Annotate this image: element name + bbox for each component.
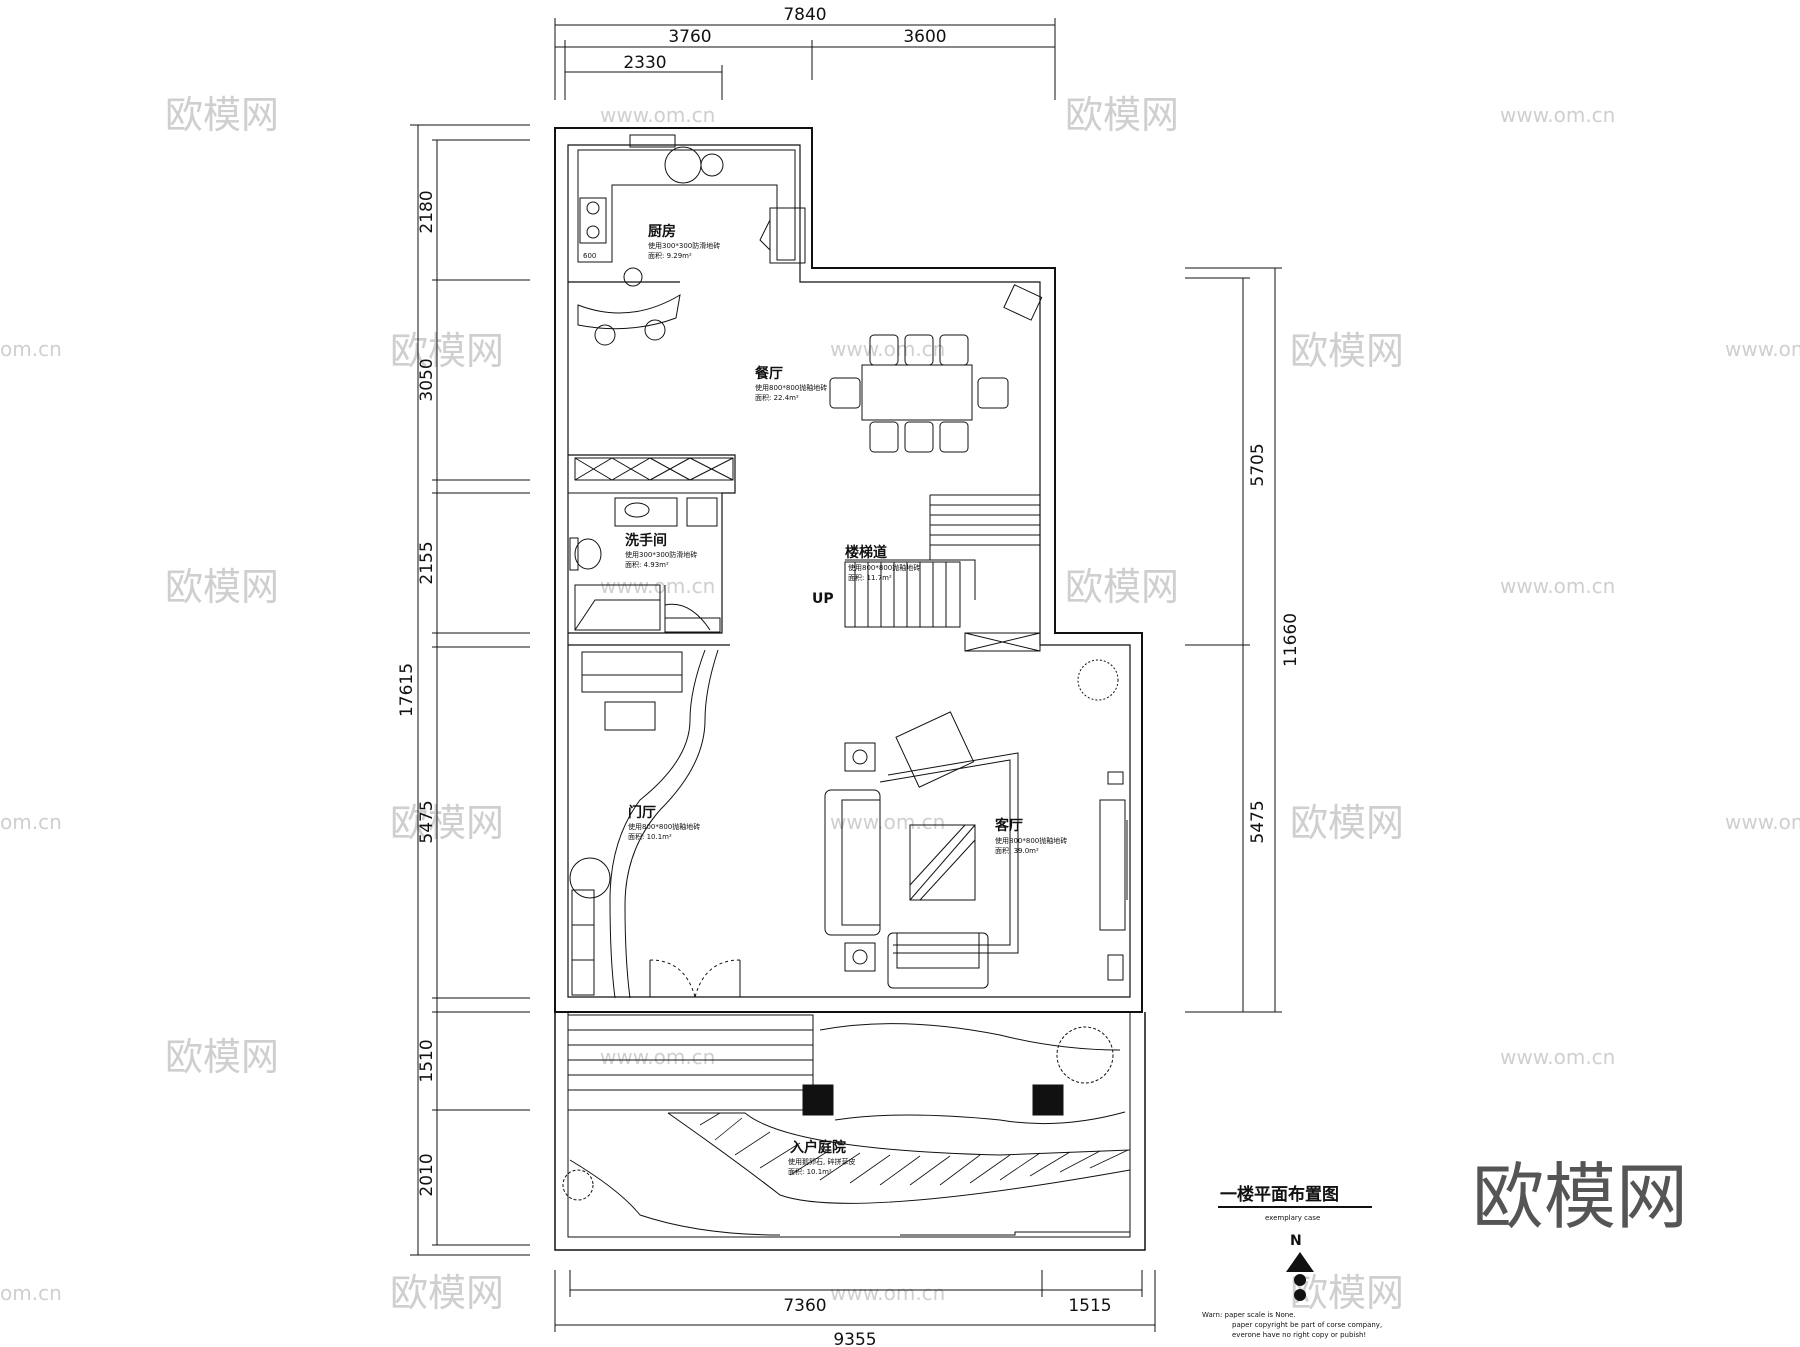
staircase: [844, 494, 1041, 652]
room-note-courtyard-1: 使用鹅卵石, 碎拼草皮: [788, 1157, 855, 1166]
courtyard-landscape: [562, 1014, 1131, 1236]
cabinets: [574, 457, 734, 481]
dim-top-right: 3600: [903, 27, 946, 47]
watermark-logo: 欧模网: [1290, 329, 1404, 373]
watermark-url: www.om.cn: [600, 574, 715, 598]
dim-top-total: 7840: [783, 5, 826, 25]
room-note-kitchen-2: 面积: 9.29m²: [648, 251, 692, 260]
north-label: N: [1290, 1233, 1302, 1249]
north-marker-icon: [1294, 1289, 1306, 1301]
room-note-foyer-2: 面积: 10.1m²: [628, 832, 672, 841]
watermark-layer: 欧模网 www.om.cn 欧模网 www.om.cn om.cn 欧模网 ww…: [0, 93, 1800, 1315]
watermark-url: www.om.cn: [1500, 574, 1615, 598]
room-labels: 厨房 使用300*300防滑地砖 面积: 9.29m² 餐厅 使用800*800…: [625, 223, 1067, 1176]
watermark-url: om.cn: [0, 1281, 62, 1305]
dim-left-total: 17615: [397, 663, 417, 717]
dining-table: [829, 284, 1043, 453]
watermark-logo: 欧模网: [390, 801, 504, 845]
room-note-washroom-2: 面积: 4.93m²: [625, 560, 669, 569]
drawing-title: 一楼平面布置图: [1220, 1184, 1339, 1205]
room-name-washroom: 洗手间: [625, 532, 667, 549]
watermark-logo: 欧模网: [165, 1035, 279, 1079]
warning-line-3: everone have no right copy or pubish!: [1232, 1331, 1366, 1339]
watermark-url: www.om.cn: [1500, 103, 1615, 127]
watermark-logo: 欧模网: [165, 565, 279, 609]
dim-left-seg-5: 1510: [417, 1039, 437, 1082]
room-note-washroom-1: 使用300*300防滑地砖: [625, 550, 697, 559]
room-name-courtyard: 入户庭院: [790, 1139, 846, 1156]
watermark-logo: 欧模网: [390, 329, 504, 373]
dim-top-left: 3760: [668, 27, 711, 47]
room-note-dining-2: 面积: 22.4m²: [755, 393, 799, 402]
dim-bottom-left: 7360: [783, 1296, 826, 1316]
room-note-living-2: 面积: 39.0m²: [995, 846, 1039, 855]
washroom-fixtures: [569, 497, 721, 633]
dim-right-lower: 5475: [1248, 800, 1268, 843]
watermark-url: www.om.cn: [830, 1281, 945, 1305]
title-block: 一楼平面布置图 exemplary case N Warn: paper sca…: [1202, 1184, 1382, 1339]
dim-right-total: 11660: [1281, 613, 1301, 667]
kitchen-counter-dim: 600: [583, 252, 596, 260]
room-name-living: 客厅: [994, 817, 1023, 834]
dimension-labels: 7840 3760 3600 2330 17615 2180 3050 2155…: [397, 5, 1301, 1347]
watermark-url: www.om.cn: [600, 103, 715, 127]
watermark-logo: 欧模网: [1065, 565, 1179, 609]
room-note-stairway-1: 使用800*800抛釉地砖: [848, 563, 920, 572]
watermark-logo: 欧模网: [165, 93, 279, 137]
dim-top-inner: 2330: [623, 53, 666, 73]
dim-left-seg-1: 2180: [417, 190, 437, 233]
watermark-logo: 欧模网: [1290, 1271, 1404, 1315]
room-note-courtyard-2: 面积: 10.1m²: [788, 1167, 832, 1176]
watermark-url: www.om.cn: [1725, 810, 1800, 834]
north-arrow-icon: [1286, 1252, 1314, 1272]
courtyard-hatch: [699, 1112, 1129, 1186]
warning-line-1: Warn: paper scale is None.: [1202, 1311, 1296, 1319]
room-name-foyer: 门厅: [628, 804, 656, 821]
dim-right-upper: 5705: [1248, 443, 1268, 486]
dim-left-seg-4: 5475: [417, 800, 437, 843]
watermark-url: www.om.cn: [830, 337, 945, 361]
room-note-dining-1: 使用800*800抛釉地砖: [755, 383, 827, 392]
room-note-stairway-2: 面积: 11.7m²: [848, 573, 892, 582]
dim-left-seg-6: 2010: [417, 1153, 437, 1196]
dim-bottom-right: 1515: [1068, 1296, 1111, 1316]
dim-bottom-total: 9355: [833, 1330, 876, 1347]
room-note-foyer-1: 使用800*800抛釉地砖: [628, 822, 700, 831]
foyer-furniture: [569, 649, 741, 999]
warning-line-2: paper copyright be part of corse company…: [1232, 1321, 1382, 1329]
dimension-lines: [410, 18, 1282, 1332]
room-note-kitchen-1: 使用300*300防滑地砖: [648, 241, 720, 250]
walls: [554, 127, 1146, 1251]
watermark-url: www.om.cn: [1500, 1045, 1615, 1069]
room-name-dining: 餐厅: [754, 365, 783, 382]
dim-left-seg-3: 2155: [417, 541, 437, 584]
watermark-logo: 欧模网: [1065, 93, 1179, 137]
north-marker-icon: [1294, 1274, 1306, 1286]
watermark-logo-large: 欧模网: [1472, 1155, 1688, 1239]
watermark-logo: 欧模网: [390, 1271, 504, 1315]
room-name-stairway: 楼梯道: [845, 544, 887, 561]
watermark-logo: 欧模网: [1290, 801, 1404, 845]
watermark-url: www.om.cn: [1725, 337, 1800, 361]
stair-up-label: UP: [812, 591, 834, 607]
watermark-url: om.cn: [0, 810, 62, 834]
room-note-living-1: 使用800*800抛釉地砖: [995, 836, 1067, 845]
living-furniture: [824, 659, 1128, 989]
watermark-url: www.om.cn: [600, 1045, 715, 1069]
kitchen-furniture: [577, 134, 806, 346]
dim-left-seg-2: 3050: [417, 358, 437, 401]
drawing-subtitle: exemplary case: [1265, 1214, 1320, 1222]
room-name-kitchen: 厨房: [648, 223, 676, 240]
watermark-url: www.om.cn: [830, 810, 945, 834]
watermark-url: om.cn: [0, 337, 62, 361]
